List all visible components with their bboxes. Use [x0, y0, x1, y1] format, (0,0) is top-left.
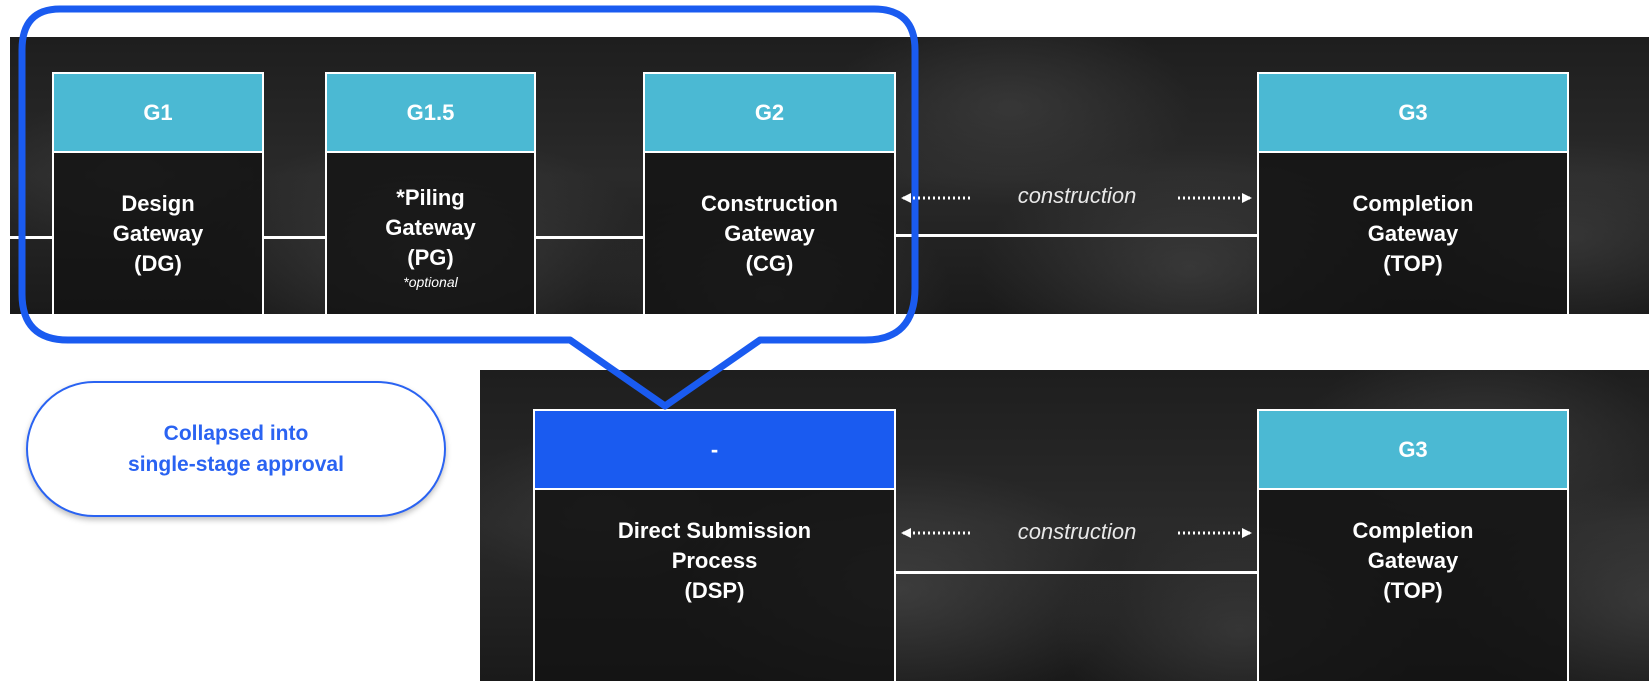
gate-title: Completion Gateway (TOP): [1257, 153, 1569, 314]
gate-title-line: (PG): [407, 244, 454, 270]
connector-label: construction: [1017, 183, 1137, 208]
timeline-line: [263, 236, 325, 239]
gate-title-line: Gateway: [385, 214, 476, 240]
gate-title-line: Construction: [701, 190, 838, 216]
gate-title-line: (DG): [134, 250, 182, 276]
gate-title-line: Gateway: [112, 220, 204, 246]
collapsed-callout: Collapsed into single-stage approval: [26, 381, 446, 517]
gate-title-line: Gateway: [1367, 220, 1459, 246]
gate-title-line: (CG): [745, 250, 794, 276]
gate-title-line: Gateway: [1367, 548, 1459, 573]
gate-card-g3: G3 Completion Gateway (TOP): [1257, 72, 1569, 314]
timeline-line: [895, 234, 1257, 237]
timeline-line: [535, 236, 643, 239]
gate-label: G3: [1257, 409, 1569, 490]
gate-card-g2: G2 Construction Gateway (CG): [643, 72, 896, 314]
gate-title-line: *Piling: [396, 184, 465, 210]
gate-title-line: Completion: [1352, 518, 1474, 543]
gate-label: G1: [52, 72, 264, 153]
connector-label: construction: [1017, 519, 1137, 544]
gate-title-line: Completion: [1352, 190, 1474, 216]
gate-label: G2: [643, 72, 896, 153]
gate-title: Design Gateway (DG): [52, 153, 264, 314]
gate-card-g3-bottom: G3 Completion Gateway (TOP): [1257, 409, 1569, 681]
grouping-bubble-outline: [18, 5, 919, 410]
gate-title: Direct Submission Process (DSP): [533, 490, 896, 681]
gate-title-line: (TOP): [1383, 578, 1443, 603]
timeline-line: [895, 571, 1257, 574]
gate-label: G3: [1257, 72, 1569, 153]
gate-card-g1-5: G1.5 *Piling Gateway (PG) *optional: [325, 72, 536, 314]
callout-line: single-stage approval: [128, 453, 344, 476]
gate-title-line: Process: [671, 548, 758, 573]
gate-label: -: [533, 409, 896, 490]
gate-title-line: (TOP): [1383, 250, 1443, 276]
gate-title: *Piling Gateway (PG) *optional: [325, 153, 536, 314]
gate-label: G1.5: [325, 72, 536, 153]
gate-title-line: Gateway: [724, 220, 815, 246]
callout-line: Collapsed into: [163, 422, 309, 445]
timeline-line: [10, 236, 52, 239]
gate-title-line: Design: [121, 190, 195, 216]
gate-title-line: (DSP): [684, 578, 745, 603]
gate-card-g1: G1 Design Gateway (DG): [52, 72, 264, 314]
gate-title: Completion Gateway (TOP): [1257, 490, 1569, 681]
gate-card-dsp: - Direct Submission Process (DSP): [533, 409, 896, 681]
gate-title-line: Direct Submission: [617, 518, 812, 543]
gate-title: Construction Gateway (CG): [643, 153, 896, 314]
optional-note: *optional: [403, 273, 458, 290]
